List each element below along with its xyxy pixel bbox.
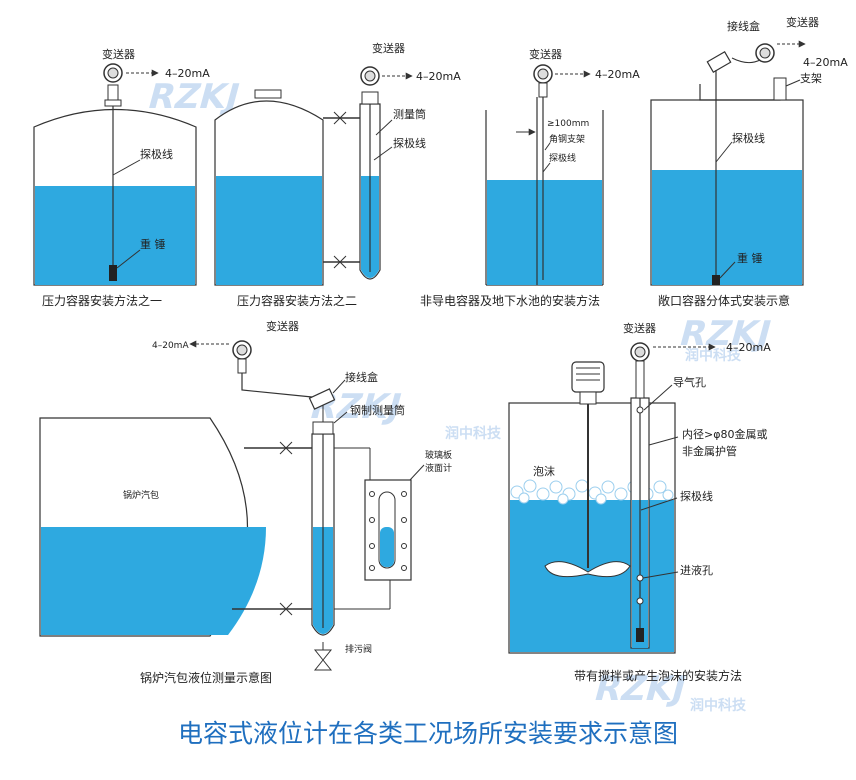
svg-text:RZKJ: RZKJ [590, 670, 690, 709]
pipe-label-b: 非金属护管 [682, 444, 737, 458]
gauge-label-a: 玻璃板 [425, 449, 452, 461]
probe-label: 探极线 [732, 131, 765, 145]
drain-label: 排污阀 [345, 643, 372, 655]
liquid-level [216, 176, 322, 285]
liquid-level [487, 180, 602, 285]
weight-icon [712, 275, 720, 285]
junction-label: 接线盒 [345, 370, 378, 384]
diagram-open-tank-split: 接线盒 变送器 4–20mA 支架 探极线 重 锤 敞口容器分体式安装示意 [650, 15, 848, 308]
svg-text:润中科技: 润中科技 [685, 347, 742, 364]
drum-label: 锅炉汽包 [123, 489, 159, 501]
agitator-blade-icon [544, 561, 631, 578]
diagram-boiler-drum: 4–20mA 变送器 接线盒 钢制测量筒 玻璃板 液面计 锅炉汽包 排污阀 锅炉… [39, 319, 452, 685]
transmitter-label: 变送器 [266, 319, 299, 333]
caption: 锅炉汽包液位测量示意图 [140, 670, 272, 685]
main-title: 电容式液位计在各类工况场所安装要求示意图 [178, 719, 678, 748]
diagram-pressure-vessel-2: 变送器 4–20mA 测量筒 探极线 压力容器安装方法之二 [214, 41, 461, 308]
diagram-pressure-vessel-1: 变送器 4–20mA 探极线 重 锤 压力容器安装方法之一 [33, 47, 210, 308]
junction-label: 接线盒 [727, 19, 760, 33]
gap-label: ≥100mm [547, 119, 589, 129]
foam-label: 泡沫 [533, 464, 555, 478]
transmitter-label: 变送器 [786, 15, 819, 29]
liquid-level [652, 170, 802, 285]
caption: 压力容器安装方法之二 [237, 293, 357, 308]
diagram-non-conductive-tank: 变送器 4–20mA ≥100mm 角钢支架 探极线 非导电容器及地下水池的安装… [420, 47, 640, 308]
caption: 压力容器安装方法之一 [42, 293, 162, 308]
caption: 非导电容器及地下水池的安装方法 [420, 293, 600, 308]
agitator-motor-icon [571, 361, 605, 393]
weight-label: 重 锤 [737, 251, 763, 265]
svg-text:RZKJ: RZKJ [144, 78, 244, 117]
signal-label: 4–20mA [165, 67, 210, 80]
liquid-level [41, 527, 266, 635]
inlet-label: 进液孔 [680, 563, 713, 577]
signal-label: 4–20mA [595, 68, 640, 81]
junction-box-icon [308, 388, 336, 410]
probe-label: 探极线 [140, 147, 173, 161]
svg-text:润中科技: 润中科技 [445, 425, 502, 442]
svg-text:润中科技: 润中科技 [690, 697, 747, 714]
bracket-label: 支架 [800, 72, 822, 85]
transmitter-label: 变送器 [529, 47, 562, 61]
weight-label: 重 锤 [140, 237, 166, 251]
watermark-logo-4: RZKJ 润中科技 [590, 670, 747, 714]
transmitter-label: 变送器 [623, 321, 656, 335]
support-bracket [773, 77, 787, 101]
probe-label: 探极线 [549, 152, 576, 164]
pipe-label-a: 内径>φ80金属或 [682, 427, 767, 441]
probe-label: 探极线 [680, 489, 713, 503]
probe-label: 探极线 [393, 136, 426, 150]
gauge-label-b: 液面计 [425, 462, 452, 474]
watermark-logo-3: RZKJ 润中科技 [675, 315, 775, 364]
transmitter-label: 变送器 [372, 41, 405, 55]
caption: 敞口容器分体式安装示意 [658, 293, 790, 308]
signal-label: 4–20mA [152, 341, 189, 351]
transmitter-label: 变送器 [102, 47, 135, 61]
bracket-label: 角钢支架 [549, 133, 585, 145]
svg-text:RZKJ: RZKJ [675, 315, 775, 354]
signal-label: 4–20mA [726, 341, 771, 354]
junction-box-icon [706, 50, 732, 74]
signal-label: 4–20mA [803, 56, 848, 69]
vent-label: 导气孔 [673, 375, 706, 389]
caption: 带有搅拌或产生泡沫的安装方法 [574, 668, 742, 683]
tube-label: 钢制测量筒 [350, 403, 405, 417]
drain-valve-icon [313, 649, 333, 671]
diagram-agitator-foam: 变送器 4–20mA 导气孔 泡沫 内径>φ80金属或 非金属护管 探极线 进液… [508, 321, 771, 683]
weight-icon [109, 265, 117, 281]
tube-label: 测量筒 [393, 107, 426, 121]
signal-label: 4–20mA [416, 70, 461, 83]
